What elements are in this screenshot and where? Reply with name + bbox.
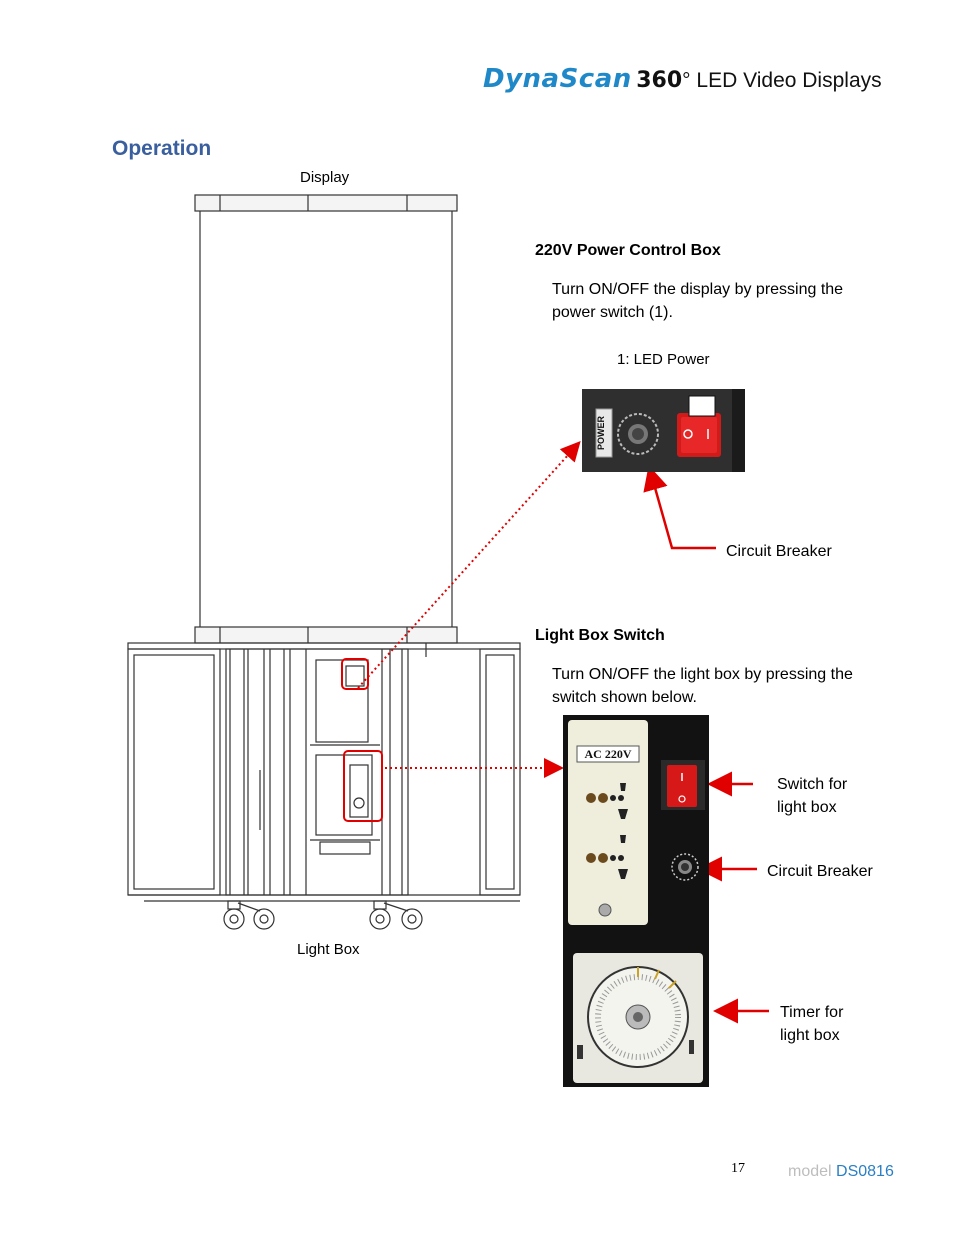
lightbox-photo: AC 220V [563,715,709,1087]
switch-callout-line1: Switch for [777,776,848,793]
header-logo: DynaScan 360° LED Video Displays [483,64,882,94]
brand-tagline: LED Video Displays [690,69,882,92]
power-box-caption: 1: LED Power [617,351,710,368]
lightbox-body: Turn ON/OFF the light box by pressing th… [552,666,853,706]
power-panel-text: POWER [596,416,606,451]
switch-callout: Switch for light box [777,773,847,819]
power-box-heading: 220V Power Control Box [535,242,721,259]
lightbox-heading: Light Box Switch [535,627,665,644]
power-box-photo: POWER [582,389,745,472]
switch-callout-line2: light box [777,799,837,816]
timer-callout-line1: Timer for [780,1004,844,1021]
section-title: Operation [112,137,212,160]
lightbox-label: Light Box [297,941,360,958]
timer-callout-line2: light box [780,1027,840,1044]
kiosk-diagram [127,194,521,930]
outlet-label: AC 220V [585,747,632,761]
timer-callout: Timer for light box [780,1001,843,1047]
footer-model: model DS0816 [788,1163,894,1181]
power-panel-graphic: POWER [582,389,745,472]
brand-name: DynaScan [483,64,632,94]
lightbox-panel-graphic: AC 220V [563,715,709,1087]
power-box-body: Turn ON/OFF the display by pressing the … [552,281,844,321]
lightbox-breaker-callout: Circuit Breaker [767,863,873,880]
power-breaker-callout: Circuit Breaker [726,543,832,560]
display-label: Display [300,169,350,186]
page-number: 17 [731,1161,745,1176]
brand-model-number: 360 [636,68,683,93]
model-name: DS0816 [836,1163,894,1180]
degree-sign: ° [682,69,691,92]
model-prefix: model [788,1163,837,1180]
